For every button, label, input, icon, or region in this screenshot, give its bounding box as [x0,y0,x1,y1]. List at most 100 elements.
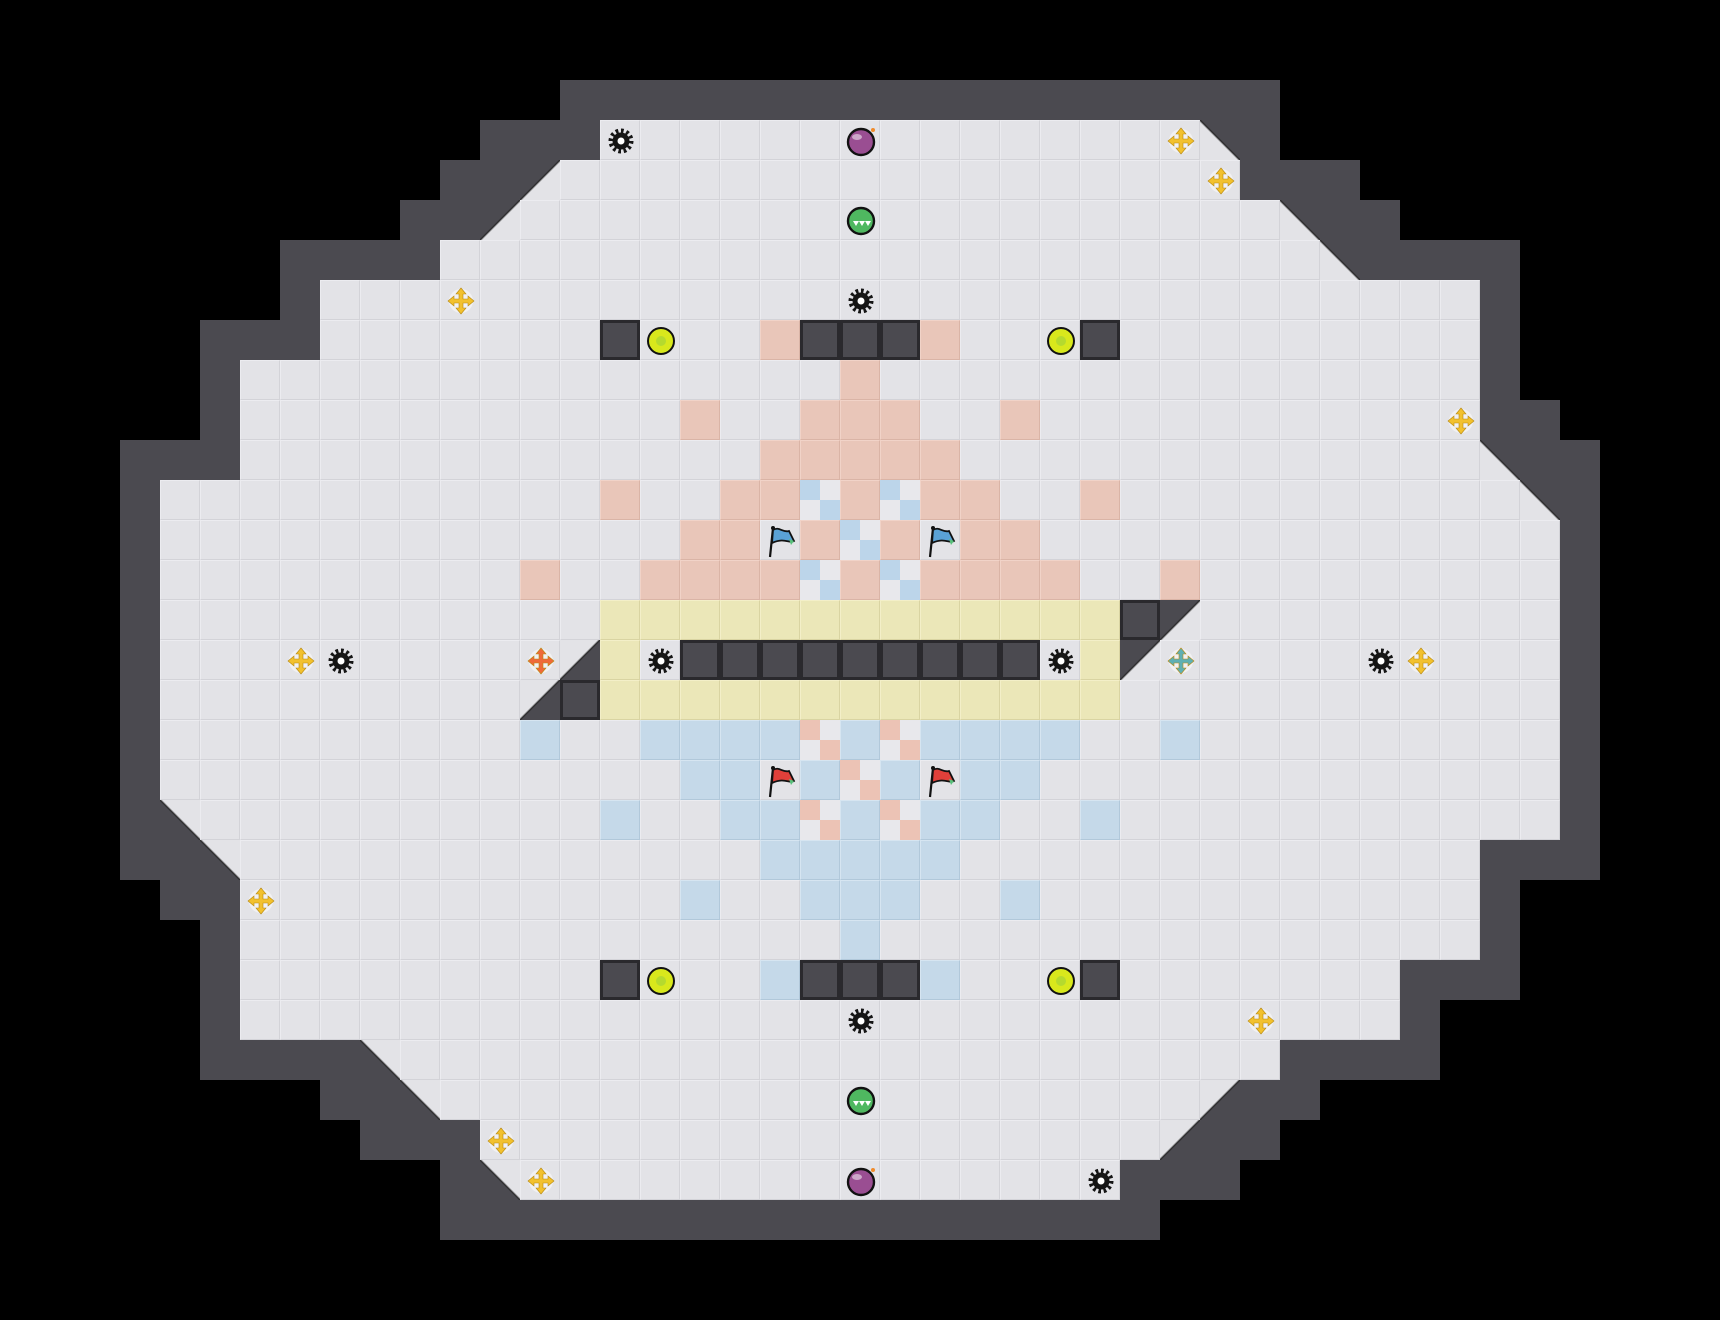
floor-tile [1440,360,1480,400]
blue-zone-tile [680,720,720,760]
diagonal-wall-tile [480,200,520,240]
floor-tile [1080,1120,1120,1160]
floor-tile [1400,400,1440,440]
floor-tile [520,1000,560,1040]
wall-tile [1560,600,1600,640]
blue-zone-tile [680,880,720,920]
floor-tile [1360,840,1400,880]
powerup-tile [840,200,880,240]
wall-block [720,640,760,680]
floor-tile [680,200,720,240]
floor-tile [1080,720,1120,760]
floor-tile [1000,440,1040,480]
wall-block [800,960,840,1000]
floor-tile [520,280,560,320]
floor-tile [720,1000,760,1040]
diagonal-wall-tile [1480,440,1520,480]
red-zone-tile [760,320,800,360]
floor-tile [960,400,1000,440]
floor-tile [600,440,640,480]
floor-tile [1120,320,1160,360]
floor-tile [1160,200,1200,240]
floor-tile [400,560,440,600]
floor-tile [1240,1040,1280,1080]
neutral-zone-tile [720,680,760,720]
floor-tile [1120,720,1160,760]
floor-tile [1240,840,1280,880]
floor-tile [520,600,560,640]
floor-tile [1280,560,1320,600]
floor-tile [1200,1040,1240,1080]
wall-tile [1480,240,1520,280]
floor-tile [760,400,800,440]
wall-tile [1400,960,1440,1000]
wall-block [600,960,640,1000]
floor-tile [1160,480,1200,520]
red-zone-tile [600,480,640,520]
floor-tile [1280,1000,1320,1040]
floor-tile [520,800,560,840]
blue-zone-tile [920,840,960,880]
floor-tile [440,640,480,680]
floor-tile [1280,880,1320,920]
floor-tile [1280,320,1320,360]
floor-tile [1240,640,1280,680]
button-tile [640,960,680,1000]
floor-tile [1280,600,1320,640]
floor-tile [440,440,480,480]
wall-tile [280,1040,320,1080]
floor-tile [1000,120,1040,160]
floor-tile [1320,840,1360,880]
blue-zone-tile [1000,880,1040,920]
floor-tile [1520,640,1560,680]
floor-tile [560,360,600,400]
floor-tile [800,200,840,240]
wall-tile [200,360,240,400]
wall-tile [1480,280,1520,320]
blue-zone-tile [1000,720,1040,760]
wall-tile [520,120,560,160]
floor-tile [720,1160,760,1200]
floor-tile [600,1160,640,1200]
floor-tile [1040,280,1080,320]
floor-tile [1240,480,1280,520]
floor-tile [280,440,320,480]
floor-tile [600,240,640,280]
wall-tile [1320,1040,1360,1080]
floor-tile [200,520,240,560]
floor-tile [1280,720,1320,760]
neutral-zone-tile [960,680,1000,720]
boost-tile [440,280,480,320]
floor-tile [1000,200,1040,240]
blue-checker-tile [840,520,880,560]
floor-tile [1280,520,1320,560]
wall-tile [960,1200,1000,1240]
wall-tile [1480,360,1520,400]
floor-tile [1040,160,1080,200]
floor-tile [480,960,520,1000]
floor-tile [1040,920,1080,960]
wall-tile [720,80,760,120]
floor-tile [1440,680,1480,720]
floor-tile [1480,680,1520,720]
floor-tile [1200,880,1240,920]
floor-tile [1400,480,1440,520]
floor-tile [1440,880,1480,920]
blue-zone-tile [520,720,560,760]
floor-tile [160,480,200,520]
floor-tile [1000,240,1040,280]
floor-tile [240,720,280,760]
blue-zone-tile [960,760,1000,800]
floor-tile [480,560,520,600]
wall-tile [1560,840,1600,880]
floor-tile [560,760,600,800]
red-checker-tile [800,800,840,840]
floor-tile [400,760,440,800]
floor-tile [800,1080,840,1120]
boost-tile [520,1160,560,1200]
floor-tile [1040,240,1080,280]
floor-tile [1040,400,1080,440]
floor-tile [440,360,480,400]
floor-tile [1400,560,1440,600]
floor-tile [680,800,720,840]
